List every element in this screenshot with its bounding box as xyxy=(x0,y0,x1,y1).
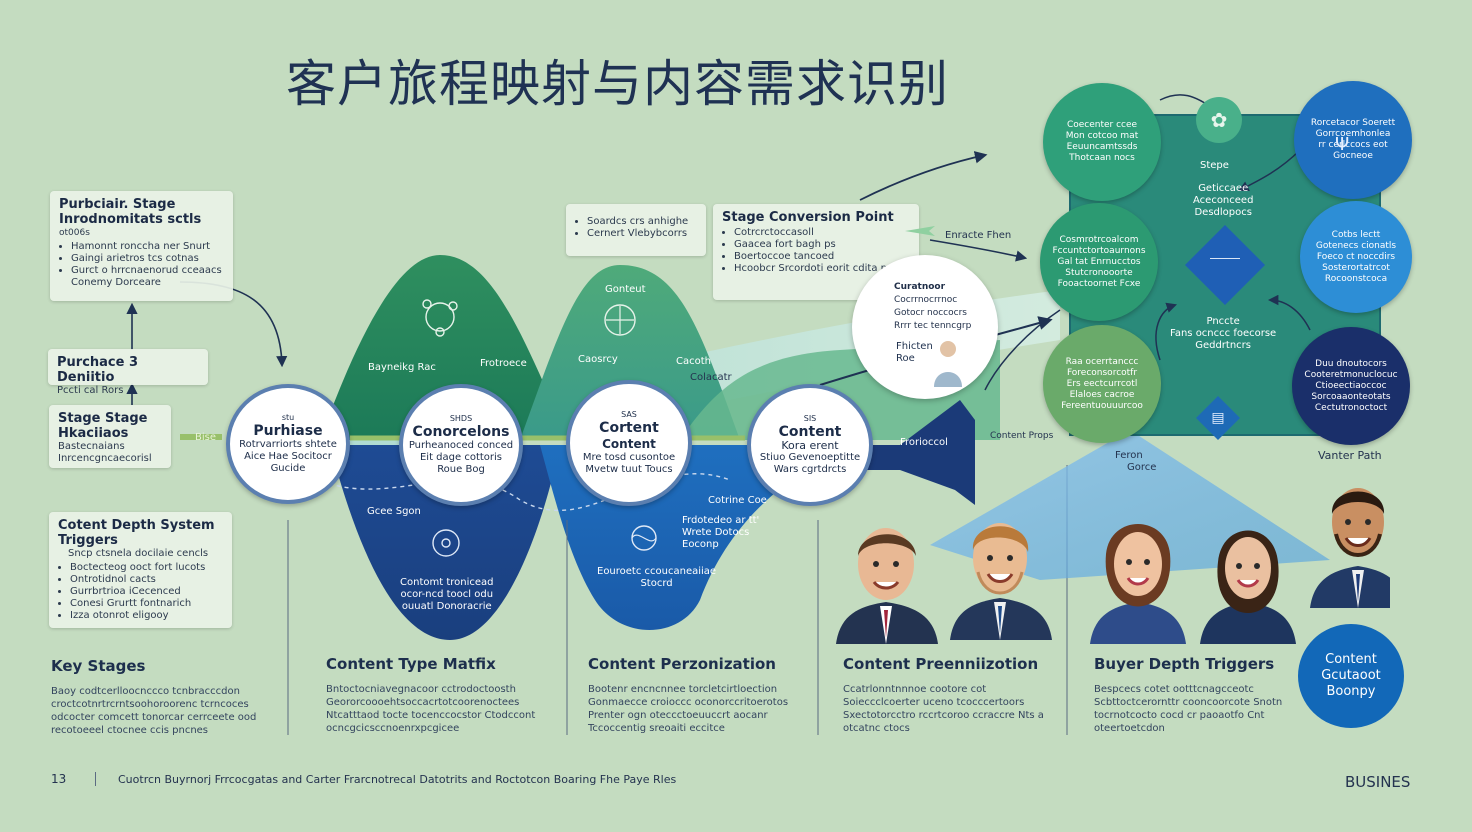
matrix-circle[interactable]: Rorcetacor Soerett Gorrcoemhonlea rr cer… xyxy=(1294,81,1412,199)
matrix-circle[interactable]: Raa ocerrtanccc Foreconsorcotfr Ers eect… xyxy=(1043,325,1161,443)
network-icon xyxy=(604,304,636,336)
wave-box: Eouroetc ccoucaneaiiae Stocrd xyxy=(597,566,717,589)
network-icon xyxy=(422,299,458,337)
content-badge[interactable]: Content Gcutaoot Boonpy xyxy=(1298,624,1404,728)
avatar xyxy=(1090,524,1186,644)
matrix-circle[interactable]: Duu dnoutocors Cooteretmonuclocuc Ctioee… xyxy=(1292,327,1410,445)
avatar xyxy=(836,528,938,644)
stage-circle-purchase[interactable]: stu Purhiase Rotrvarriorts shtete Aice H… xyxy=(226,384,350,504)
persona-card[interactable]: Curatnoor Cocrrnocrrnoc Gotocr noccocrs … xyxy=(852,255,998,399)
person-icon xyxy=(934,341,962,387)
avatar xyxy=(950,523,1052,640)
wave-label: Caosrcy xyxy=(578,354,618,365)
note-stage-checks: Stage Stage Hkaciiaos Bastecnaians Inrce… xyxy=(49,405,171,468)
flag-label: Enracte Fhen xyxy=(945,230,1012,241)
wave-label: Gonteut xyxy=(605,284,646,295)
footer-divider xyxy=(95,772,96,786)
top-wave-left xyxy=(320,255,560,440)
note-depth-triggers: Cotent Depth System Triggers Sncp ctsnel… xyxy=(49,512,232,628)
avatar xyxy=(1310,488,1390,608)
wave-box: Contomt tronicead ocor-ncd toocl odu ouu… xyxy=(400,577,494,612)
matrix-circle[interactable]: Cotbs lectt Gotenecs cionatls Foeco ct n… xyxy=(1300,201,1412,313)
matrix-label: Stepe xyxy=(1200,160,1229,171)
side-arrow-label: Bise xyxy=(195,432,217,443)
brand-name: BUSINES xyxy=(1345,773,1411,791)
vertex-label: Vanter Path xyxy=(1318,449,1382,462)
leaf-icon xyxy=(905,226,935,236)
callout-search-content: Soardcs crs anhighe Cernert Vlebybcorrs xyxy=(566,204,706,256)
arrow-label: Content Props xyxy=(990,431,1054,441)
note-purchase-definition: Purchace 3 Deniitio Pccti cal Rors xyxy=(48,349,208,396)
matrix-diamond xyxy=(1185,225,1265,305)
arrow-label: Frorioccol xyxy=(900,437,948,448)
bottom-wave-left xyxy=(330,445,560,640)
wave-label: Cotrine Coe xyxy=(708,495,767,506)
cone-label: Feron Gorce xyxy=(1115,450,1157,473)
wave-label: Gcee Sgon xyxy=(367,506,421,517)
network-icon xyxy=(432,529,460,557)
column-content-type-matrix: Content Type Matfix Bntoctocniavegnacoor… xyxy=(326,655,536,734)
minus-icon xyxy=(1210,258,1240,265)
stage-circle-conversions[interactable]: SHDS Conorcelons Purheanoced conced Eit … xyxy=(399,384,523,506)
wave-box: Frdotedeo ar tt' Wrete Dotocs Eoconp xyxy=(682,515,760,550)
note-stage-introduction: Purbciair. Stage Inrodnomitats sctls ot0… xyxy=(50,191,233,301)
column-content-personalization: Content Perzonization Bootenr encncnnee … xyxy=(588,655,789,734)
column-key-stages: Key Stages Baoy codtcerlloocnccco tcnbra… xyxy=(51,657,257,736)
leaf-icon: ✿ xyxy=(1196,97,1242,143)
top-wave-middle xyxy=(520,265,740,440)
matrix-circle[interactable]: Coecenter ccee Mon cotcoo mat Eeuuncamts… xyxy=(1043,83,1161,201)
wave-label: Bayneikg Rac xyxy=(368,362,436,373)
page-title: 客户旅程映射与内容需求识别 xyxy=(286,55,949,113)
matrix-label: Geticcaee Aceconceed Desdlopocs xyxy=(1193,183,1254,218)
column-buyer-depth-triggers: Buyer Depth Triggers Bespcecs cotet oott… xyxy=(1094,655,1283,734)
wave-label: Colacatr xyxy=(690,372,732,383)
arrow-shape xyxy=(860,400,975,505)
footer-caption: Cuotrcn Buyrnorj Frrcocgatas and Carter … xyxy=(118,773,677,786)
plant-icon: Ψ xyxy=(1335,134,1350,155)
stage-circle-content-kora[interactable]: SIS Content Kora erent Stiuo Gevenoeptit… xyxy=(747,384,873,506)
page-number: 13 xyxy=(51,772,67,786)
network-icon xyxy=(631,525,657,551)
avatar xyxy=(1200,530,1296,644)
wave-label: Cacoth xyxy=(676,356,711,367)
stage-circle-content[interactable]: SAS Cortent Content Mre tosd cusontoe Mv… xyxy=(566,380,692,506)
matrix-circle[interactable]: Cosmrotrcoalcom Fccuntctortoaurnons Gal … xyxy=(1040,203,1158,321)
column-content-prioritization: Content Preenniizotion Ccatrlonntnnnoe c… xyxy=(843,655,1044,734)
persona-avatars xyxy=(836,488,1390,644)
wave-label: Frotroece xyxy=(480,358,527,369)
matrix-label: Pnccte Fans ocnccc foecorse Geddrtncrs xyxy=(1170,316,1277,351)
